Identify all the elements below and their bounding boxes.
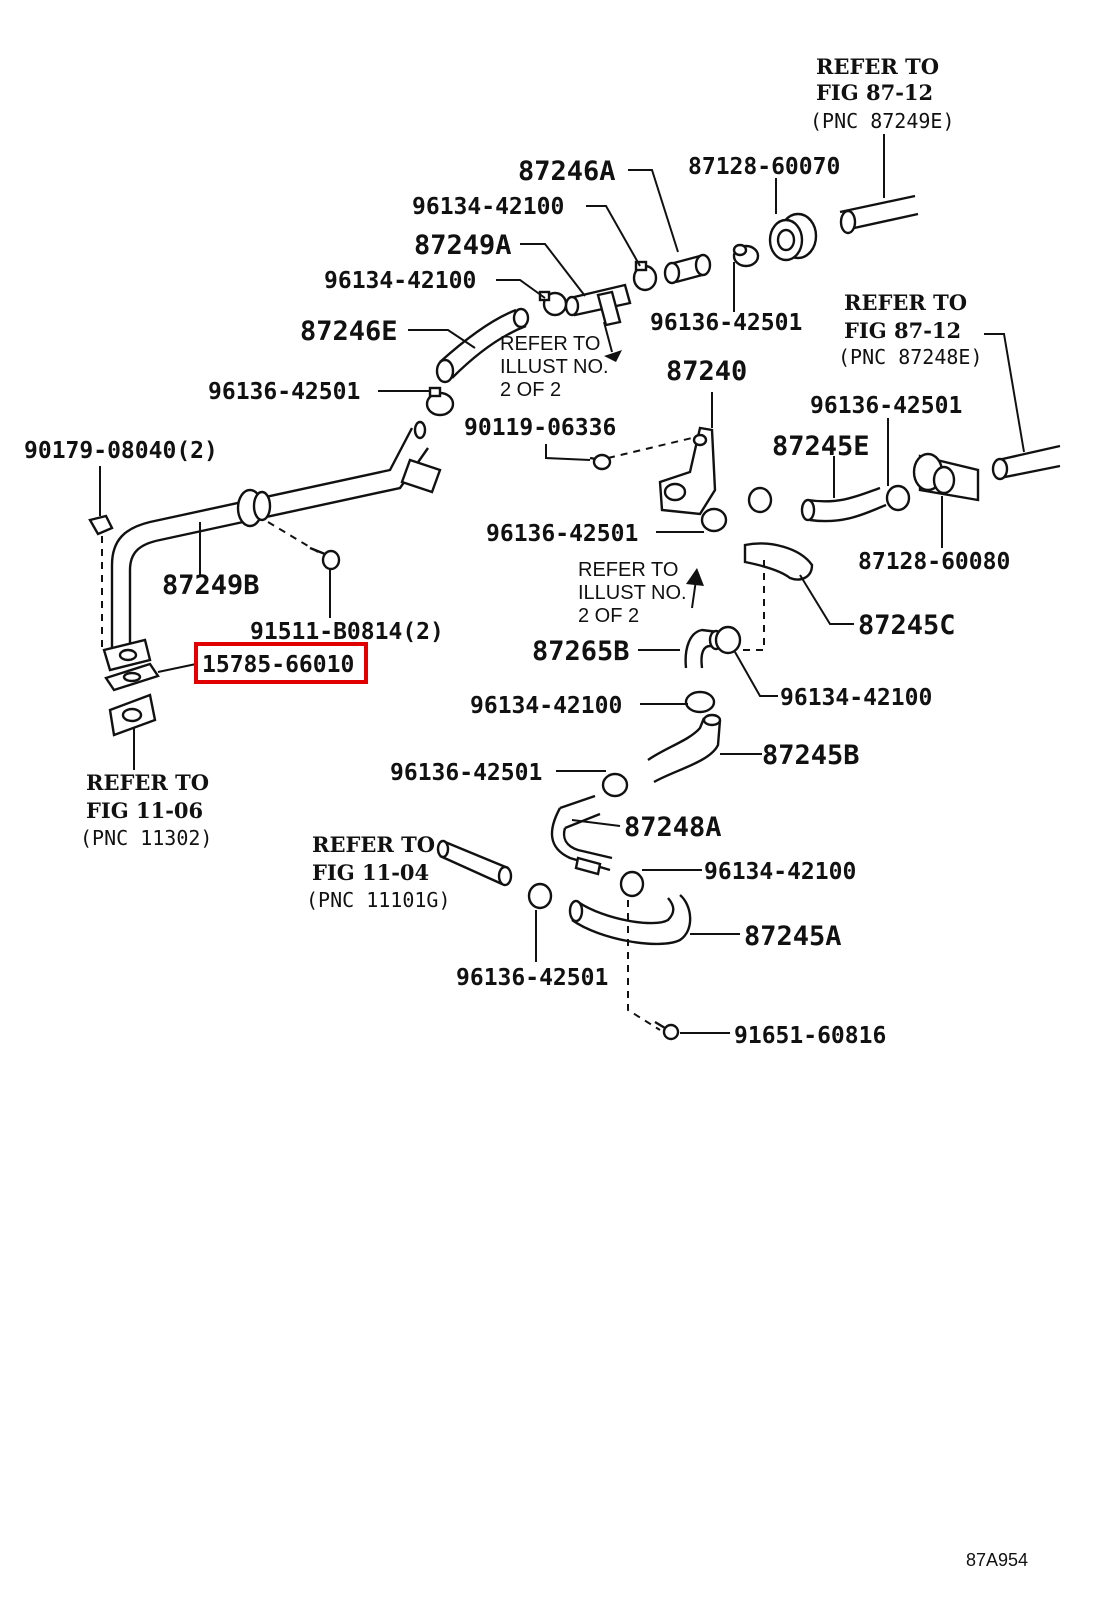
bolt-91651-drawing xyxy=(654,1020,680,1041)
flange-fig-11-06-drawing xyxy=(108,693,157,737)
pipe-87249B-drawing xyxy=(102,420,442,672)
union-87249A-drawing xyxy=(564,283,632,327)
clamp-96136-a-drawing xyxy=(732,243,760,268)
label-96136-42501-f: 96136-42501 xyxy=(456,965,608,991)
label-91511-B0814: 91511-B0814(2) xyxy=(250,619,444,645)
ill1-line3: 2 OF 2 xyxy=(500,379,561,401)
label-96134-42100-b: 96134-42100 xyxy=(324,268,476,294)
label-87245E: 87245E xyxy=(772,431,870,462)
label-87245B: 87245B xyxy=(762,740,860,771)
figure-code: 87A954 xyxy=(966,1550,1028,1570)
clamp-96136-f-drawing xyxy=(527,882,553,910)
clamp-96136-e-drawing xyxy=(601,772,629,798)
ref2-line3: (PNC 87248E) xyxy=(838,345,983,369)
clamp-96134-c-drawing xyxy=(684,625,742,714)
label-96134-42100-d: 96134-42100 xyxy=(780,685,932,711)
grommet-87128-60070-drawing xyxy=(768,212,818,262)
ill1-line1: REFER TO xyxy=(500,333,600,355)
ref3-line2: FIG 11-06 xyxy=(86,798,203,823)
label-87245A: 87245A xyxy=(744,921,842,952)
figure-references: REFER TO FIG 87-12 (PNC 87249E) REFER TO… xyxy=(80,54,983,912)
label-87265B: 87265B xyxy=(532,636,630,667)
ref1-line1: REFER TO xyxy=(816,54,939,79)
bracket-87240-drawing xyxy=(658,426,717,516)
hose-87246E-drawing xyxy=(435,307,530,384)
ref1-line3: (PNC 87249E) xyxy=(810,109,955,133)
label-87249B: 87249B xyxy=(162,570,260,601)
part-labels: 87246A 87128-60070 96134-42100 87249A 96… xyxy=(24,154,1010,1049)
clamp-96134-a-drawing xyxy=(632,260,658,292)
pipe-fig-11-04-drawing xyxy=(436,839,513,887)
clamp-96134-e-drawing xyxy=(619,870,645,898)
ref1-line2: FIG 87-12 xyxy=(816,80,933,105)
label-90119-06336: 90119-06336 xyxy=(464,415,616,441)
clamp-96134-b-drawing xyxy=(538,290,568,317)
label-15785-66010: 15785-66010 xyxy=(202,652,354,678)
nut-90179-drawing xyxy=(88,514,114,536)
label-96136-42501-b: 96136-42501 xyxy=(208,379,360,405)
label-96134-42100-a: 96134-42100 xyxy=(412,194,564,220)
ref-fig-87-12-top: REFER TO FIG 87-12 (PNC 87249E) xyxy=(810,54,955,133)
label-87128-60080: 87128-60080 xyxy=(858,549,1010,575)
pipe-top-right-drawing xyxy=(839,194,919,235)
grommet-87128-60080-drawing xyxy=(912,452,980,502)
label-96134-42100-e: 96134-42100 xyxy=(704,859,856,885)
ill2-line2: ILLUST NO. xyxy=(578,582,687,604)
highlight-box xyxy=(194,642,368,684)
ref4-line3: (PNC 11101G) xyxy=(306,888,451,912)
hose-87245E-drawing xyxy=(800,486,887,523)
ill1-line2: ILLUST NO. xyxy=(500,356,609,378)
hose-87245B-drawing xyxy=(647,713,722,784)
label-87249A: 87249A xyxy=(414,230,512,261)
label-96136-42501-e: 96136-42501 xyxy=(390,760,542,786)
hose-87245C-drawing xyxy=(743,542,814,581)
label-87246E: 87246E xyxy=(300,316,398,347)
ref3-line3: (PNC 11302) xyxy=(80,826,212,850)
ref2-line2: FIG 87-12 xyxy=(844,318,961,343)
leader-lines xyxy=(99,134,1025,1034)
label-96136-42501-d: 96136-42501 xyxy=(486,521,638,547)
label-91651-60816: 91651-60816 xyxy=(734,1023,886,1049)
pipe-right-drawing xyxy=(991,444,1061,481)
label-90179-08040: 90179-08040(2) xyxy=(24,438,218,464)
label-87248A: 87248A xyxy=(624,812,722,843)
clamp-96136-c-drawing xyxy=(700,486,773,533)
illust-ref-upper: REFER TO ILLUST NO. 2 OF 2 xyxy=(500,333,609,401)
ref-fig-11-06: REFER TO FIG 11-06 (PNC 11302) xyxy=(80,770,212,850)
part-drawings xyxy=(88,194,1061,1041)
ref4-line1: REFER TO xyxy=(312,832,435,857)
illust-arrows xyxy=(603,321,704,609)
label-87245C: 87245C xyxy=(858,610,956,641)
ref3-line1: REFER TO xyxy=(86,770,209,795)
ref2-line1: REFER TO xyxy=(844,290,967,315)
bolt-90119-drawing xyxy=(589,453,612,471)
ill2-line1: REFER TO xyxy=(578,559,678,581)
label-96136-42501-c: 96136-42501 xyxy=(810,393,962,419)
pipe-87248A-drawing xyxy=(550,794,613,876)
label-96134-42100-c: 96134-42100 xyxy=(470,693,622,719)
clamp-96136-b-drawing xyxy=(425,386,455,417)
label-87246A: 87246A xyxy=(518,156,616,187)
label-87128-60070: 87128-60070 xyxy=(688,154,840,180)
hose-87245A-drawing xyxy=(568,894,692,946)
illust-ref-lower: REFER TO ILLUST NO. 2 OF 2 xyxy=(578,559,687,627)
ref4-line2: FIG 11-04 xyxy=(312,860,429,885)
label-96136-42501-a: 96136-42501 xyxy=(650,310,802,336)
ill2-line3: 2 OF 2 xyxy=(578,605,639,627)
label-87240: 87240 xyxy=(666,356,747,387)
gasket-15785-drawing xyxy=(104,662,160,692)
illustration-references: REFER TO ILLUST NO. 2 OF 2 REFER TO ILLU… xyxy=(500,333,687,627)
bolt-91511-drawing xyxy=(309,546,341,571)
ref-fig-11-04: REFER TO FIG 11-04 (PNC 11101G) xyxy=(306,832,451,912)
hose-87246A-drawing xyxy=(663,253,712,285)
ref-fig-87-12-right: REFER TO FIG 87-12 (PNC 87248E) xyxy=(838,290,983,369)
clamp-96136-d-drawing xyxy=(885,484,911,512)
